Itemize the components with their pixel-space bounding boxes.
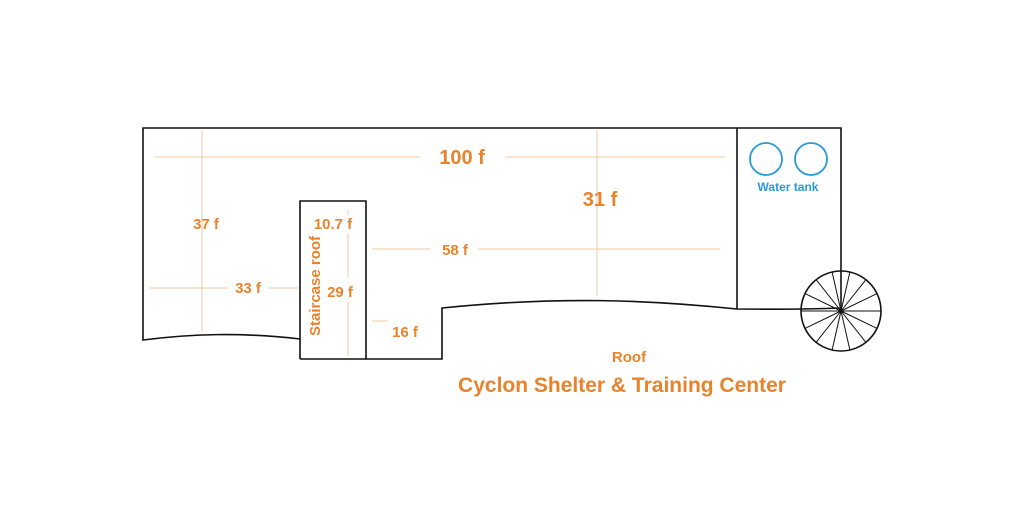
spiral-step [840, 271, 851, 312]
left-width-label: 37 f [193, 216, 220, 233]
spiral-step [840, 310, 851, 351]
water-tank-label: Water tank [758, 180, 819, 194]
spiral-step [840, 310, 878, 329]
left-length-label: 33 f [235, 280, 262, 297]
spiral-step [815, 279, 842, 312]
water-tank-icon [749, 142, 828, 176]
stair-width-label: 10.7 f [314, 216, 353, 233]
stair-length-label: 29 f [327, 284, 354, 301]
plan-title: Cyclon Shelter & Training Center [458, 374, 786, 397]
roof-outline [142, 127, 842, 360]
total-length-label: 100 f [439, 147, 485, 169]
spiral-step [840, 310, 867, 343]
water-tank-left-icon [749, 142, 783, 176]
building-outline [142, 127, 842, 360]
spiral-staircase-icon [800, 270, 882, 352]
spiral-step [831, 310, 842, 351]
spiral-step [815, 310, 842, 343]
total-width-label: 31 f [583, 189, 618, 211]
staircase-roof-label: Staircase roof [307, 235, 324, 336]
dimension-guides [150, 130, 725, 356]
spiral-step [804, 293, 842, 312]
spiral-step [804, 310, 842, 329]
spiral-step [840, 293, 878, 312]
water-tank-right-icon [794, 142, 828, 176]
notch-width-label: 16 f [392, 324, 419, 341]
plan-subtitle: Roof [612, 349, 647, 366]
spiral-step [840, 279, 867, 312]
right-length-label: 58 f [442, 242, 469, 259]
spiral-step [831, 271, 842, 312]
